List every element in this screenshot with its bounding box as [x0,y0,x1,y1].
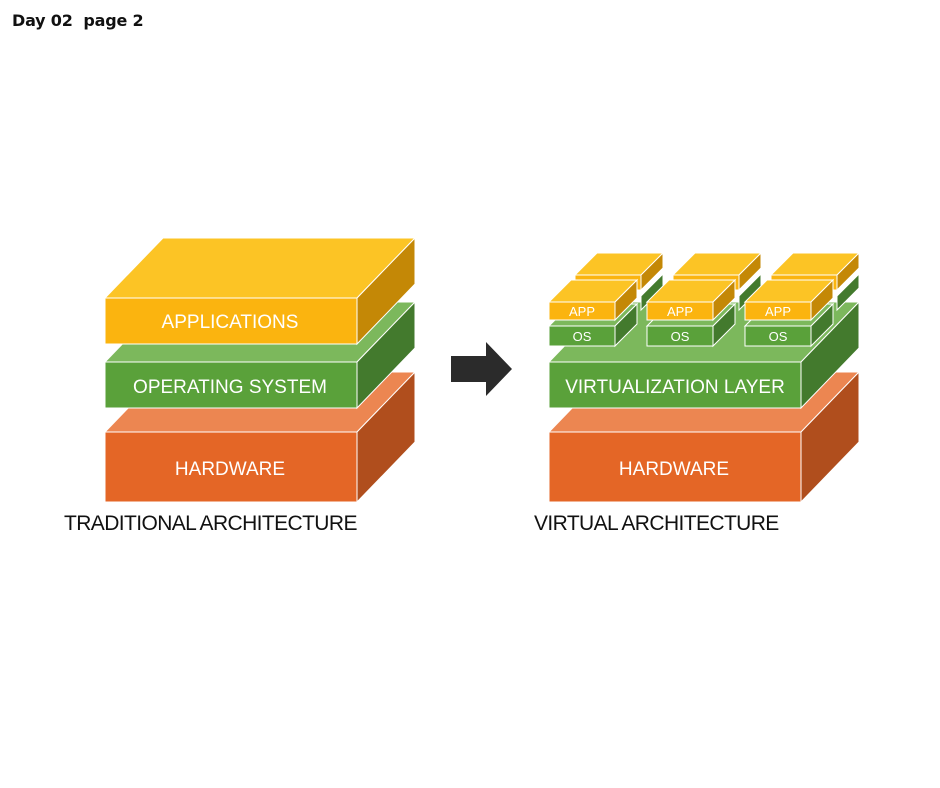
traditional-applications-label: APPLICATIONS [162,312,299,333]
traditional-applications-block: APPLICATIONS [103,236,417,346]
right-arrow-icon [451,342,512,396]
traditional-hardware-label: HARDWARE [175,459,285,480]
vm-stack-1: OS APP [547,278,639,348]
vm-3-os-label: OS [769,329,788,344]
vm-2-os-label: OS [671,329,690,344]
vm-1-app-label: APP [569,304,595,319]
vm-3-app-label: APP [765,304,791,319]
traditional-architecture: HARDWARE OPERATING SYSTEM APPLICATIONS T… [64,236,417,535]
traditional-os-label: OPERATING SYSTEM [133,377,327,398]
vm-1-os-label: OS [573,329,592,344]
virtual-architecture: HARDWARE VIRTUALIZATION LAYER [534,251,861,535]
vm-stack-3: OS APP [743,278,835,348]
virtual-hardware-label: HARDWARE [619,459,729,480]
vm-stack-2: OS APP [645,278,737,348]
traditional-caption: TRADITIONAL ARCHITECTURE [64,512,357,535]
vm-2-app-label: APP [667,304,693,319]
virtualization-layer-label: VIRTUALIZATION LAYER [565,377,785,398]
virtual-caption: VIRTUAL ARCHITECTURE [534,512,779,535]
page-header: Day 02 page 2 [12,11,144,30]
